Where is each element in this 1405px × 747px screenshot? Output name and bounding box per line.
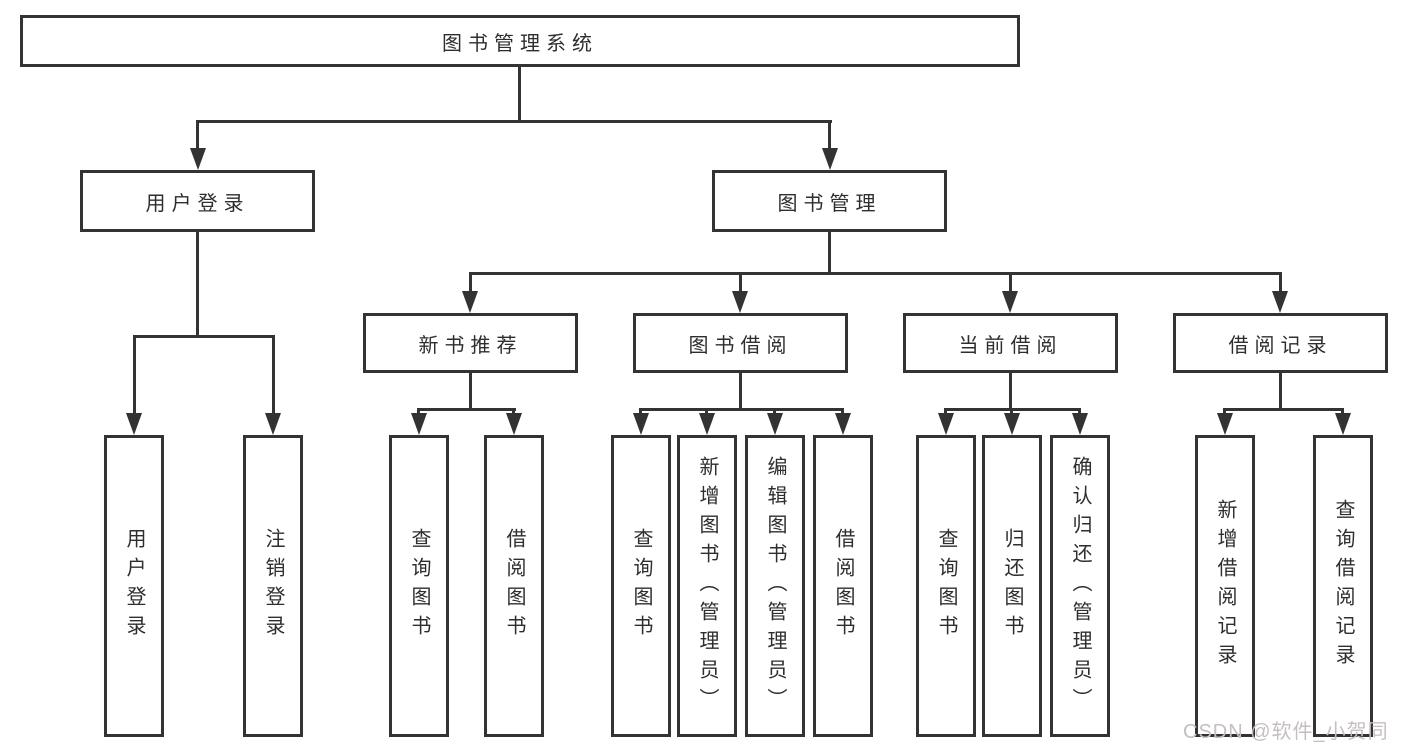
connector-line	[739, 272, 742, 293]
arrowhead-down-icon	[938, 413, 954, 435]
node-root-label: 图书管理系统	[442, 32, 598, 55]
leaf-borrow-books: 借阅图书	[813, 435, 873, 737]
arrowhead-down-icon	[1272, 291, 1288, 313]
connector-line	[705, 408, 708, 415]
connector-line	[841, 408, 844, 415]
node-user-login-label: 用户登录	[145, 192, 250, 215]
leaf-edit-books-admin-label: 编辑图书（管理员）	[764, 455, 786, 717]
leaf-edit-books-admin: 编辑图书（管理员）	[745, 435, 805, 737]
connector-line	[469, 272, 472, 293]
node-book-management: 图书管理	[712, 170, 947, 232]
connector-line	[196, 232, 199, 335]
watermark-text: CSDN @软件_小贺同学	[1183, 721, 1389, 743]
arrowhead-down-icon	[767, 413, 783, 435]
node-book-borrow: 图书借阅	[633, 313, 848, 373]
connector-line	[512, 408, 515, 415]
leaf-query-borrow-record: 查询借阅记录	[1313, 435, 1373, 737]
connector-line	[1078, 408, 1081, 415]
connector-line	[196, 120, 199, 150]
node-book-borrow-label: 图书借阅	[688, 334, 793, 357]
connector-line	[417, 408, 516, 411]
leaf-user-login: 用户登录	[104, 435, 164, 737]
connector-line	[272, 335, 275, 415]
leaf-borrow-books-recommend-label: 借阅图书	[503, 528, 525, 644]
leaf-add-books-admin: 新增图书（管理员）	[677, 435, 737, 737]
connector-line	[1341, 408, 1344, 415]
leaf-return-books: 归还图书	[982, 435, 1042, 737]
leaf-borrow-books-recommend: 借阅图书	[484, 435, 544, 737]
leaf-confirm-return-admin-label: 确认归还（管理员）	[1069, 455, 1091, 717]
leaf-query-books-borrow-label: 查询图书	[630, 528, 652, 644]
connector-line	[639, 408, 844, 411]
arrowhead-down-icon	[411, 413, 427, 435]
leaf-add-books-admin-label: 新增图书（管理员）	[696, 455, 718, 717]
arrowhead-down-icon	[822, 148, 838, 170]
arrowhead-down-icon	[835, 413, 851, 435]
leaf-confirm-return-admin: 确认归还（管理员）	[1050, 435, 1110, 737]
connector-line	[133, 335, 275, 338]
connector-line	[1009, 272, 1012, 293]
arrowhead-down-icon	[732, 291, 748, 313]
connector-line	[196, 120, 832, 123]
connector-line	[1279, 373, 1282, 408]
arrowhead-down-icon	[1335, 413, 1351, 435]
leaf-borrow-books-label: 借阅图书	[832, 528, 854, 644]
leaf-query-books-current: 查询图书	[916, 435, 976, 737]
connector-line	[639, 408, 642, 415]
connector-line	[1010, 408, 1013, 415]
leaf-query-books-borrow: 查询图书	[611, 435, 671, 737]
connector-line	[1223, 408, 1226, 415]
connector-line	[469, 272, 1282, 275]
node-user-login: 用户登录	[80, 170, 315, 232]
connector-line	[739, 373, 742, 408]
node-root: 图书管理系统	[20, 15, 1020, 67]
arrowhead-down-icon	[633, 413, 649, 435]
leaf-query-books-recommend: 查询图书	[389, 435, 449, 737]
arrowhead-down-icon	[126, 413, 142, 435]
leaf-query-books-current-label: 查询图书	[935, 528, 957, 644]
connector-line	[828, 120, 831, 150]
leaf-logout: 注销登录	[243, 435, 303, 737]
connector-line	[828, 232, 831, 272]
node-borrow-records: 借阅记录	[1173, 313, 1388, 373]
node-new-book-recommend: 新书推荐	[363, 313, 578, 373]
arrowhead-down-icon	[1217, 413, 1233, 435]
connector-line	[944, 408, 947, 415]
arrowhead-down-icon	[1072, 413, 1088, 435]
arrowhead-down-icon	[190, 148, 206, 170]
connector-line	[773, 408, 776, 415]
arrowhead-down-icon	[1004, 413, 1020, 435]
leaf-logout-label: 注销登录	[262, 528, 284, 644]
connector-line	[1279, 272, 1282, 293]
connector-line	[417, 408, 420, 415]
leaf-add-borrow-record: 新增借阅记录	[1195, 435, 1255, 737]
watermark: CSDN @软件_小贺同学	[1183, 715, 1405, 747]
arrowhead-down-icon	[265, 413, 281, 435]
leaf-query-borrow-record-label: 查询借阅记录	[1332, 499, 1354, 673]
node-borrow-records-label: 借阅记录	[1228, 334, 1333, 357]
connector-line	[1009, 373, 1012, 408]
connector-line	[133, 335, 136, 415]
leaf-return-books-label: 归还图书	[1001, 528, 1023, 644]
arrowhead-down-icon	[699, 413, 715, 435]
leaf-add-borrow-record-label: 新增借阅记录	[1214, 499, 1236, 673]
connector-line	[518, 67, 521, 120]
node-current-borrow: 当前借阅	[903, 313, 1118, 373]
arrowhead-down-icon	[1002, 291, 1018, 313]
node-current-borrow-label: 当前借阅	[958, 334, 1063, 357]
leaf-user-login-label: 用户登录	[123, 528, 145, 644]
leaf-query-books-recommend-label: 查询图书	[408, 528, 430, 644]
arrowhead-down-icon	[462, 291, 478, 313]
connector-line	[1223, 408, 1344, 411]
arrowhead-down-icon	[506, 413, 522, 435]
connector-line	[469, 373, 472, 408]
node-new-book-recommend-label: 新书推荐	[418, 334, 523, 357]
node-book-management-label: 图书管理	[777, 192, 882, 215]
